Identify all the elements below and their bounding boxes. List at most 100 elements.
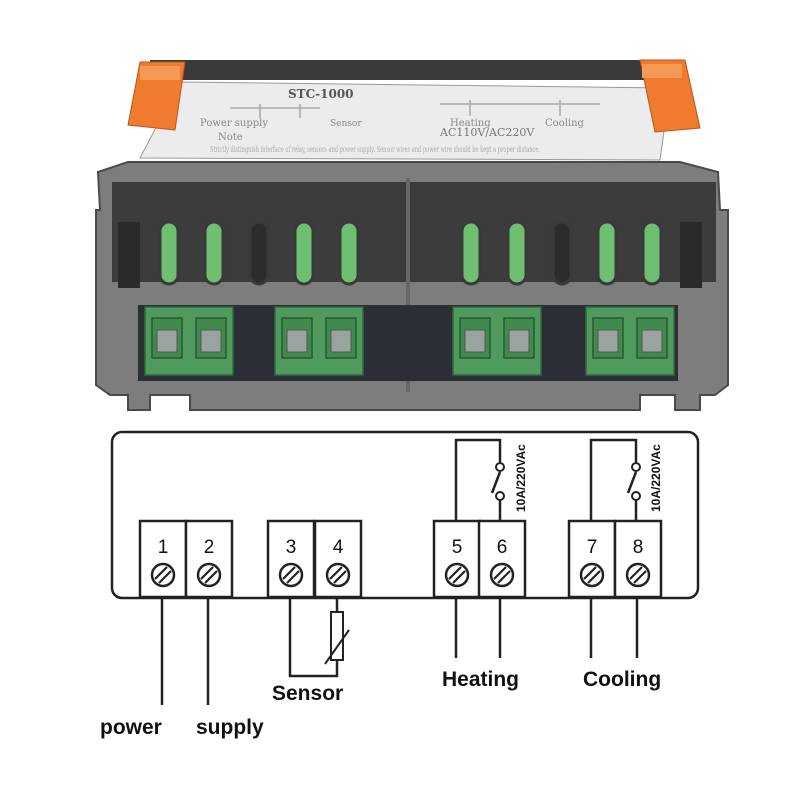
screw-slot [493,566,507,580]
heating-contact-dot-bottom [495,491,505,501]
photo-screw-plate [156,329,178,353]
device-back-panel [112,182,716,282]
terminal-4: 4 [313,519,363,599]
vent-slots [118,220,702,288]
photo-screw-plate [200,329,222,353]
terminal-2: 2 [184,519,234,599]
label-supply: supply [196,716,264,739]
vent-slot [338,220,360,286]
right-clip-highlight [642,64,682,78]
heating-relay-line [454,438,502,521]
photo-screw-plate [641,329,663,353]
terminal-box [613,519,663,599]
screw-slot [629,566,643,580]
photo-screw-plate [597,329,619,353]
screw-slot [286,570,300,584]
photo-screw-plate [330,329,352,353]
screw-slot [200,566,214,580]
photo-terminal-blocks [144,306,675,376]
device-note-text: Strictly distinguish interface of relay,… [210,145,540,154]
device-model-label: STC-1000 [288,87,354,101]
terminal-3: 3 [266,519,316,599]
terminal-5: 5 [432,519,482,599]
photo-terminal-pair [144,306,234,376]
photo-terminal-pair [452,306,542,376]
heating-contact-dot-top [495,462,505,472]
label-heating: Heating [442,668,519,691]
screw-icon [579,562,605,588]
vent-slot [158,220,180,286]
device-top-rim [150,60,670,80]
cooling-relay-contact [626,471,638,494]
vent-slot [248,220,270,286]
screw-slot [448,566,462,580]
terminal-7: 7 [567,519,617,599]
device-label-power-supply: Power supply [200,118,268,129]
screw-icon [196,562,222,588]
terminal-number: 6 [497,537,508,558]
cooling-relay-line [589,438,638,521]
vent-slot [203,220,225,286]
screw-slot [282,566,296,580]
screw-icon [625,562,651,588]
terminal-6: 6 [477,519,527,599]
terminal-8: 8 [613,519,663,599]
terminal-number: 2 [204,537,215,558]
device-note-title: Note [218,132,243,143]
relay-contact-dots [495,462,641,501]
photo-screw-plate [464,329,486,353]
screw-slot [452,570,466,584]
terminal-number: 1 [158,537,169,558]
device-label-voltage: AC110V/AC220V [439,126,535,139]
screw-slot [633,570,647,584]
device-label-sensor: Sensor [330,119,362,129]
terminal-number: 5 [452,537,463,558]
cooling-contact-dot-top [631,462,641,472]
cooling-contact-dot-bottom [631,491,641,501]
photo-screw-plate [286,329,308,353]
vent-slot [596,220,618,286]
vent-slot [551,220,573,286]
left-clip-highlight [140,66,180,80]
photo-terminal-pair [274,306,364,376]
terminal-1: 1 [138,519,188,599]
terminal-number: 4 [333,537,344,558]
screw-slot [333,570,347,584]
heating-relay-rating: 10A/220VAc [514,444,528,512]
screw-slot [204,570,218,584]
device-photo: STC-1000 Power supply Sensor Heating Coo… [95,59,729,411]
controller-outline [110,430,700,600]
thermistor-body [330,611,344,661]
device-label-cooling: Cooling [545,118,585,129]
cooling-relay-rating: 10A/220VAc [649,444,663,512]
screw-slot [158,570,172,584]
screw-icon [444,562,470,588]
heating-relay-contact [490,471,502,494]
side-slot [118,222,140,288]
vent-slot [506,220,528,286]
screw-slot [497,570,511,584]
sensor-thermistor [324,611,350,665]
vent-slot [641,220,663,286]
screw-slot [329,566,343,580]
photo-terminal-pair [585,306,675,376]
device-label-schematic [230,100,600,118]
screw-icon [489,562,515,588]
vent-slot [460,220,482,286]
sensor-wire-loop [288,597,339,678]
side-slot [680,222,702,288]
photo-screw-plate [508,329,530,353]
terminal-number: 7 [587,537,598,558]
label-sensor: Sensor [272,682,343,705]
label-cooling: Cooling [583,668,661,691]
thermistor-arrow-line [324,629,350,665]
device-label-sticker [139,81,671,161]
screw-icon [325,562,351,588]
terminal-number: 3 [286,537,297,558]
wiring-diagram [110,430,700,705]
screw-slot [587,570,601,584]
screw-slot [154,566,168,580]
